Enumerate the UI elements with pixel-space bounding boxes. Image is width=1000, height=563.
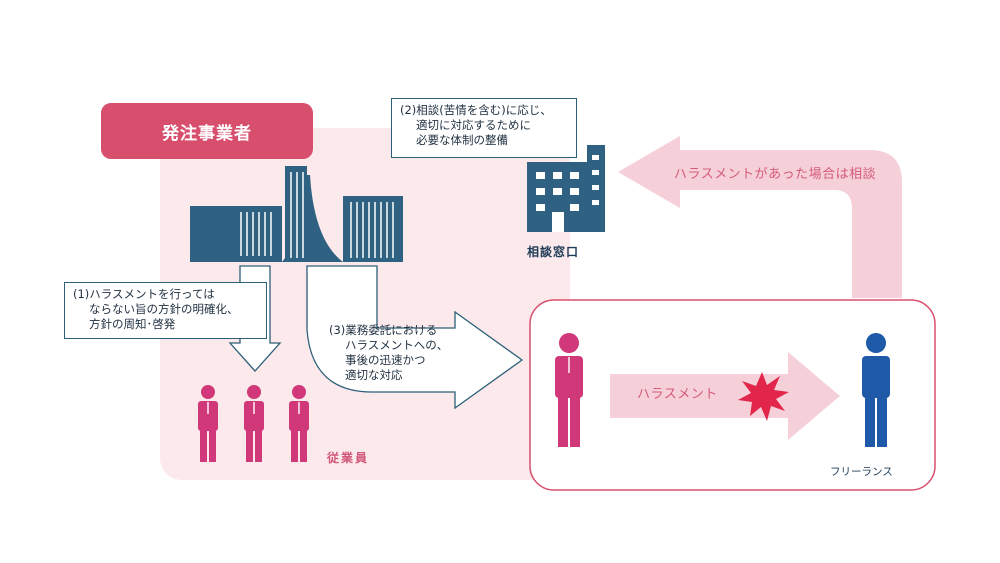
- client-label: 発注事業者: [101, 103, 313, 159]
- contractor-person-icon: [555, 333, 583, 447]
- measure3-line4: 適切な対応: [345, 368, 403, 382]
- measure2-line3: 必要な体制の整備: [416, 133, 508, 147]
- measure3-text: (3)業務委託における ハラスメントへの、 事後の迅速かつ 適切な対応: [329, 323, 448, 383]
- office-buildings-icon: [190, 166, 403, 262]
- employee-person-icon: [198, 385, 218, 462]
- measure1-line3: 方針の周知･啓発: [89, 317, 176, 331]
- measure2-line1: (2)相談(苦情を含む)に応じ、: [400, 103, 552, 117]
- harassment-arrow: [610, 352, 840, 440]
- measure2-box: (2)相談(苦情を含む)に応じ、 適切に対応するために 必要な体制の整備: [391, 98, 577, 158]
- harassment-label: ハラスメント: [637, 387, 718, 402]
- consultation-building-icon: [527, 145, 605, 232]
- measure1-line2: ならない旨の方針の明確化、: [89, 302, 239, 316]
- response-arrow: [306, 265, 524, 410]
- employees-label: 従業員: [327, 451, 370, 465]
- counter-label: 相談窓口: [527, 245, 580, 259]
- consult-arrow: [618, 136, 902, 298]
- employee-person-icon: [244, 385, 264, 462]
- measure3-line2: ハラスメントへの、: [345, 338, 449, 352]
- measure2-line2: 適切に対応するために: [416, 118, 531, 132]
- measure3-line3: 事後の迅速かつ: [345, 353, 426, 367]
- freelancer-person-icon: [862, 333, 890, 447]
- employee-person-icon: [289, 385, 309, 462]
- consult-arrow-label: ハラスメントがあった場合は相談: [673, 167, 877, 182]
- measure3-line1: (3)業務委託における: [329, 323, 438, 337]
- impact-burst-icon: [738, 372, 789, 421]
- measure1-box: (1)ハラスメントを行っては ならない旨の方針の明確化、 方針の周知･啓発: [64, 282, 267, 339]
- freelance-label: フリーランス: [830, 466, 893, 478]
- measure1-line1: (1)ハラスメントを行っては: [73, 287, 215, 301]
